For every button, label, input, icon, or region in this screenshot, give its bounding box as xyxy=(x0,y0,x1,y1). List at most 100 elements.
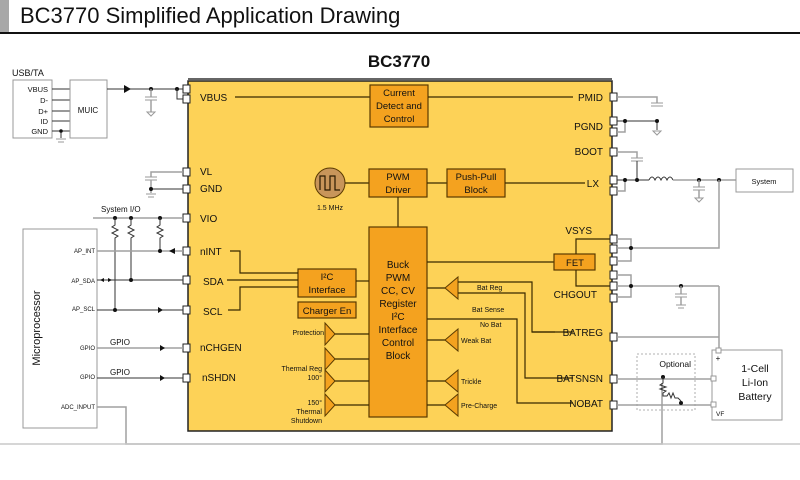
system-label: System xyxy=(751,177,776,186)
current-detect-line-1: Current xyxy=(383,88,415,99)
battery-line-3: Battery xyxy=(738,391,772,403)
chip-title: BC3770 xyxy=(368,52,430,71)
pin-label-chgout: CHGOUT xyxy=(554,290,597,301)
comparator-thermal-reg xyxy=(324,368,336,394)
comparator-protection xyxy=(324,321,336,347)
signal-label-no-bat: No Bat xyxy=(480,322,501,329)
system-block xyxy=(735,168,794,193)
charger-en-block xyxy=(297,301,357,319)
pin-label-vl: VL xyxy=(200,167,213,178)
comparator-pre-charge xyxy=(444,392,459,418)
fet-label: FET xyxy=(566,258,584,269)
charger-en-label: Charger En xyxy=(303,306,352,317)
pin-label-sda: SDA xyxy=(203,277,224,288)
vbus-arrow-icon xyxy=(124,85,131,93)
svg-text:Thermal Reg: Thermal Reg xyxy=(282,366,323,373)
control-block-line-3: CC, CV xyxy=(381,286,415,297)
pwm-driver-line-1: PWM xyxy=(386,172,409,183)
mpu-pin-ap-scl: AP_SCL xyxy=(72,307,96,313)
usb-pin-dminus: D- xyxy=(40,96,48,105)
pin-label-batreg: BATREG xyxy=(563,328,604,339)
system-io-label: System I/O xyxy=(101,205,141,214)
pin-label-nint: nINT xyxy=(200,247,222,258)
comparator-label-shutdown: Shutdown xyxy=(291,418,322,425)
pin-label-lx: LX xyxy=(587,179,600,190)
battery-vf: VF xyxy=(716,411,724,418)
optional-box xyxy=(636,353,696,411)
comparator-2 xyxy=(324,346,336,372)
mpu-pin-gpio-1: GPIO xyxy=(80,346,95,352)
pin-label-vsys: VSYS xyxy=(565,226,592,237)
control-block-line-5: I²C xyxy=(391,312,404,323)
battery-plus: + xyxy=(716,354,721,363)
pin-label-scl: SCL xyxy=(203,307,223,318)
comparator-label-thermal: Thermal xyxy=(296,409,322,416)
battery-block xyxy=(711,349,783,421)
pwm-driver-line-2: Driver xyxy=(385,185,410,196)
pin-label-vio: VIO xyxy=(200,214,217,225)
usb-connector xyxy=(12,79,53,139)
battery-line-2: Li-Ion xyxy=(742,377,768,389)
push-pull-line-1: Push-Pull xyxy=(456,172,497,183)
pin-label-vbus: VBUS xyxy=(200,93,228,104)
current-detect-line-3: Control xyxy=(384,114,415,125)
comparator-label-100: 100° xyxy=(308,374,323,382)
pin-label-pgnd: PGND xyxy=(574,122,603,133)
control-block-line-1: Buck xyxy=(387,260,410,271)
usb-pin-vbus: VBUS xyxy=(28,85,48,94)
comparator-label-protection: Protection xyxy=(292,330,324,337)
pin-label-nobat: NOBAT xyxy=(569,399,603,410)
mpu-pin-ap-int: AP_INT xyxy=(74,249,95,255)
current-detect-block xyxy=(369,84,429,128)
optional-label: Optional xyxy=(659,359,691,369)
control-block xyxy=(368,226,428,418)
comparator-label-trickle: Trickle xyxy=(461,379,481,386)
comparator-weak-bat xyxy=(444,327,459,353)
i2c-line-2: Interface xyxy=(309,285,346,296)
push-pull-block xyxy=(446,168,506,198)
mpu-pin-ap-sda: AP_SDA xyxy=(71,279,95,285)
oscillator-frequency: 1.5 MHz xyxy=(317,205,344,212)
gpio-label-1: GPIO xyxy=(110,338,130,347)
page-title: BC3770 Simplified Application Drawing xyxy=(20,3,401,28)
header-rule xyxy=(0,32,800,34)
i2c-interface-block xyxy=(297,268,357,298)
comparator-thermal-shutdown xyxy=(324,392,336,418)
pin-label-batsnsn: BATSNSN xyxy=(557,374,604,385)
control-block-line-4: Register xyxy=(379,299,417,310)
fet-block xyxy=(553,253,596,271)
current-detect-line-2: Detect and xyxy=(376,101,422,112)
microprocessor-label: Microprocessor xyxy=(31,290,43,366)
muic-label: MUIC xyxy=(78,106,99,115)
usb-pin-dplus: D+ xyxy=(38,107,48,116)
microprocessor-block xyxy=(22,228,98,429)
control-block-line-7: Control xyxy=(382,338,414,349)
comparator-label-thermal-reg: Thermal Reg xyxy=(282,366,323,373)
gpio-label-2: GPIO xyxy=(110,368,130,377)
comparator-label-150: 150° xyxy=(308,399,323,407)
comparator-bat-reg xyxy=(444,275,459,301)
control-block-line-6: Interface xyxy=(379,325,418,336)
pin-label-nshdn: nSHDN xyxy=(202,373,236,384)
pin-label-boot: BOOT xyxy=(575,147,603,158)
usb-title: USB/TA xyxy=(12,68,44,78)
page-header: BC3770 Simplified Application Drawing xyxy=(0,0,800,34)
push-pull-line-2: Block xyxy=(464,185,487,196)
comparator-trickle xyxy=(444,368,459,394)
header-accent-bar xyxy=(0,0,9,32)
inductor-icon xyxy=(648,176,674,182)
pin-label-nchgen: nCHGEN xyxy=(200,343,242,354)
pin-label-pmid: PMID xyxy=(578,93,603,104)
control-block-line-8: Block xyxy=(386,351,411,362)
comparator-label-weak-bat: Weak Bat xyxy=(461,338,491,345)
comparator-label-pre-charge: Pre-Charge xyxy=(461,403,497,410)
i2c-line-1: I²C xyxy=(321,272,334,283)
signal-label-bat-sense: Bat Sense xyxy=(472,307,504,314)
mpu-pin-adc-input: ADC_INPUT xyxy=(61,405,95,411)
ground-icon xyxy=(145,111,157,117)
pin-label-gnd: GND xyxy=(200,184,222,195)
signal-label-bat-reg: Bat Reg xyxy=(477,285,502,292)
control-block-line-2: PWM xyxy=(386,273,410,284)
mpu-pin-gpio-2: GPIO xyxy=(80,375,95,381)
